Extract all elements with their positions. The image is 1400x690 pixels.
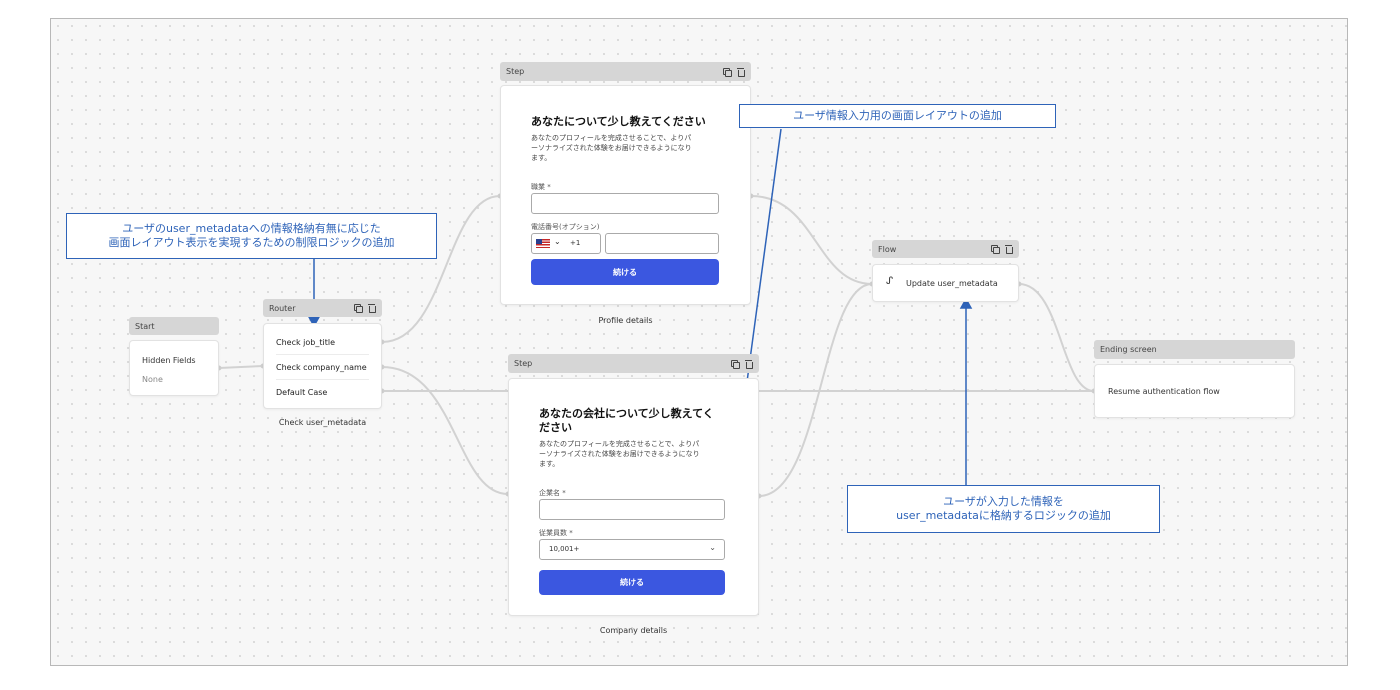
callout-store-logic: ユーザが入力した情報を user_metadataに格納するロジックの追加 xyxy=(847,485,1160,533)
company-form-description: あなたのプロフィールを完成させることで、よりパ ーソナライズされた体験をお届けで… xyxy=(539,440,700,468)
duplicate-icon[interactable] xyxy=(991,245,1000,254)
country-code-select[interactable]: ⌄ +1 xyxy=(531,233,601,254)
company-step-node[interactable]: あなたの会社について少し教えてく ださい あなたのプロフィールを完成させることで… xyxy=(508,378,759,616)
ending-node-title: Ending screen xyxy=(1100,345,1157,354)
company-form-title: あなたの会社について少し教えてく ださい xyxy=(539,407,714,434)
job-title-input[interactable] xyxy=(531,193,719,214)
wire-company-name-company xyxy=(381,366,509,495)
flow-node-header[interactable]: Flow xyxy=(872,240,1019,258)
trash-icon[interactable] xyxy=(368,304,376,313)
trash-icon[interactable] xyxy=(1005,245,1013,254)
profile-caption: Profile details xyxy=(598,316,653,325)
employee-count-select[interactable]: 10,001+ ⌄ xyxy=(539,539,725,560)
profile-step-node[interactable]: あなたについて少し教えてください あなたのプロフィールを完成させることで、よりパ… xyxy=(500,85,751,305)
callout-router-logic: ユーザのuser_metadataへの情報格納有無に応じた 画面レイアウト表示を… xyxy=(66,213,437,259)
start-node-title: Start xyxy=(135,321,155,331)
company-name-label: 企業名 * xyxy=(539,489,566,497)
flow-node-title: Flow xyxy=(878,244,897,254)
company-name-input[interactable] xyxy=(539,499,725,520)
company-continue-button[interactable]: 続ける xyxy=(539,570,725,595)
phone-input[interactable] xyxy=(605,233,719,254)
profile-step-title: Step xyxy=(506,67,525,76)
flow-node[interactable]: ᔑ Update user_metadata xyxy=(872,264,1019,302)
employee-count-label: 従業員数 * xyxy=(539,529,573,537)
chevron-down-icon: ⌄ xyxy=(709,543,716,552)
duplicate-icon[interactable] xyxy=(731,359,740,369)
start-node-header[interactable]: Start xyxy=(129,317,219,335)
wire-flow-ending xyxy=(1018,283,1095,392)
profile-continue-button[interactable]: 続ける xyxy=(531,259,719,285)
hidden-fields-value: None xyxy=(142,375,163,384)
job-title-label: 職業 * xyxy=(531,183,551,191)
profile-form-title: あなたについて少し教えてください xyxy=(531,115,706,128)
phone-label: 電話番号(オプション) xyxy=(531,223,600,231)
us-flag-icon xyxy=(536,239,550,248)
trash-icon[interactable] xyxy=(745,359,753,369)
wire-company-flow xyxy=(758,283,873,497)
profile-form-description: あなたのプロフィールを完成させることで、よりパ ーソナライズされた体験をお届けで… xyxy=(531,134,692,162)
company-caption: Company details xyxy=(599,626,668,635)
router-node[interactable]: Check job_title Check company_name Defau… xyxy=(263,323,382,409)
wire-start-router xyxy=(218,365,264,369)
route-default-case[interactable]: Default Case xyxy=(276,387,328,397)
chevron-down-icon: ⌄ xyxy=(554,237,561,246)
flow-canvas[interactable]: Start Hidden Fields None Router Check jo… xyxy=(50,18,1348,666)
start-node[interactable]: Hidden Fields None xyxy=(129,340,219,396)
route-check-job-title[interactable]: Check job_title xyxy=(276,330,369,355)
flow-action-label: Update user_metadata xyxy=(906,279,998,288)
router-node-header[interactable]: Router xyxy=(263,299,382,317)
wire-profile-flow xyxy=(750,195,873,285)
router-node-title: Router xyxy=(269,303,296,313)
ending-node-header[interactable]: Ending screen xyxy=(1094,340,1295,359)
country-code: +1 xyxy=(570,239,581,247)
callout-screen-layout: ユーザ情報入力用の画面レイアウトの追加 xyxy=(739,104,1056,128)
trash-icon[interactable] xyxy=(737,67,745,77)
duplicate-icon[interactable] xyxy=(723,67,732,77)
profile-step-header[interactable]: Step xyxy=(500,62,751,81)
company-step-header[interactable]: Step xyxy=(508,354,759,373)
company-step-title: Step xyxy=(514,359,533,368)
router-caption: Check user_metadata xyxy=(278,418,367,427)
duplicate-icon[interactable] xyxy=(354,304,363,313)
ending-node[interactable]: Resume authentication flow xyxy=(1094,364,1295,418)
employee-count-value: 10,001+ xyxy=(549,545,580,553)
ending-action-label: Resume authentication flow xyxy=(1108,387,1220,396)
flow-action-icon: ᔑ xyxy=(886,276,894,287)
hidden-fields-label: Hidden Fields xyxy=(142,356,196,365)
route-check-company-name[interactable]: Check company_name xyxy=(276,355,369,380)
